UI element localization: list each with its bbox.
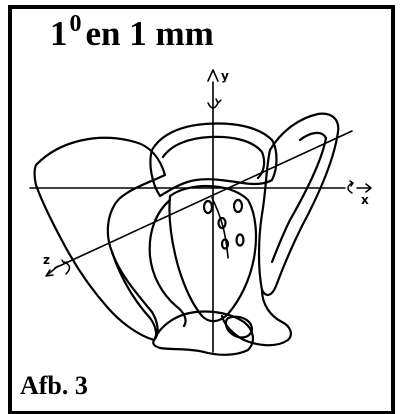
sacral-foramen-2 — [232, 198, 244, 214]
z-axis-line — [54, 130, 353, 269]
coordinate-axes — [29, 69, 372, 353]
x-axis-rotation-arrow — [347, 180, 354, 194]
pubic-foramen — [224, 315, 254, 339]
figure-border — [8, 5, 395, 414]
right-ilium-wing — [257, 112, 340, 296]
x-axis-label: x — [361, 193, 369, 207]
sacrum-top — [149, 122, 278, 198]
scale-title-main: 1 — [50, 14, 68, 53]
pelvic-inlet-left — [148, 198, 187, 328]
left-ischium — [110, 250, 158, 342]
z-axis-arrowhead — [45, 265, 59, 277]
pubic-region — [152, 310, 254, 356]
z-axis-rotation-arrow — [61, 259, 71, 275]
figure-caption: Afb. 3 — [20, 371, 88, 400]
sacrum-top-inner — [161, 135, 266, 180]
sacral-foramen-4 — [235, 233, 245, 247]
y-axis-arrowhead — [207, 69, 219, 82]
sacral-foramen-1 — [202, 199, 214, 215]
left-ilium-wing — [33, 136, 167, 342]
z-axis-label: z — [43, 253, 50, 267]
sacrum-body — [168, 184, 258, 323]
pelvis-outline — [33, 112, 340, 356]
sacral-foramen-3 — [217, 216, 227, 230]
scale-title-superscript: 0 — [69, 11, 82, 37]
x-axis-arrowhead — [356, 183, 372, 193]
scale-title-rest: en 1 mm — [85, 14, 214, 53]
y-axis-rotation-arrow — [207, 98, 222, 109]
right-hip-outline — [220, 288, 292, 347]
right-ilium-inner-ridge — [270, 131, 328, 264]
y-axis-label: y — [221, 69, 229, 83]
sacral-crest — [211, 197, 229, 259]
